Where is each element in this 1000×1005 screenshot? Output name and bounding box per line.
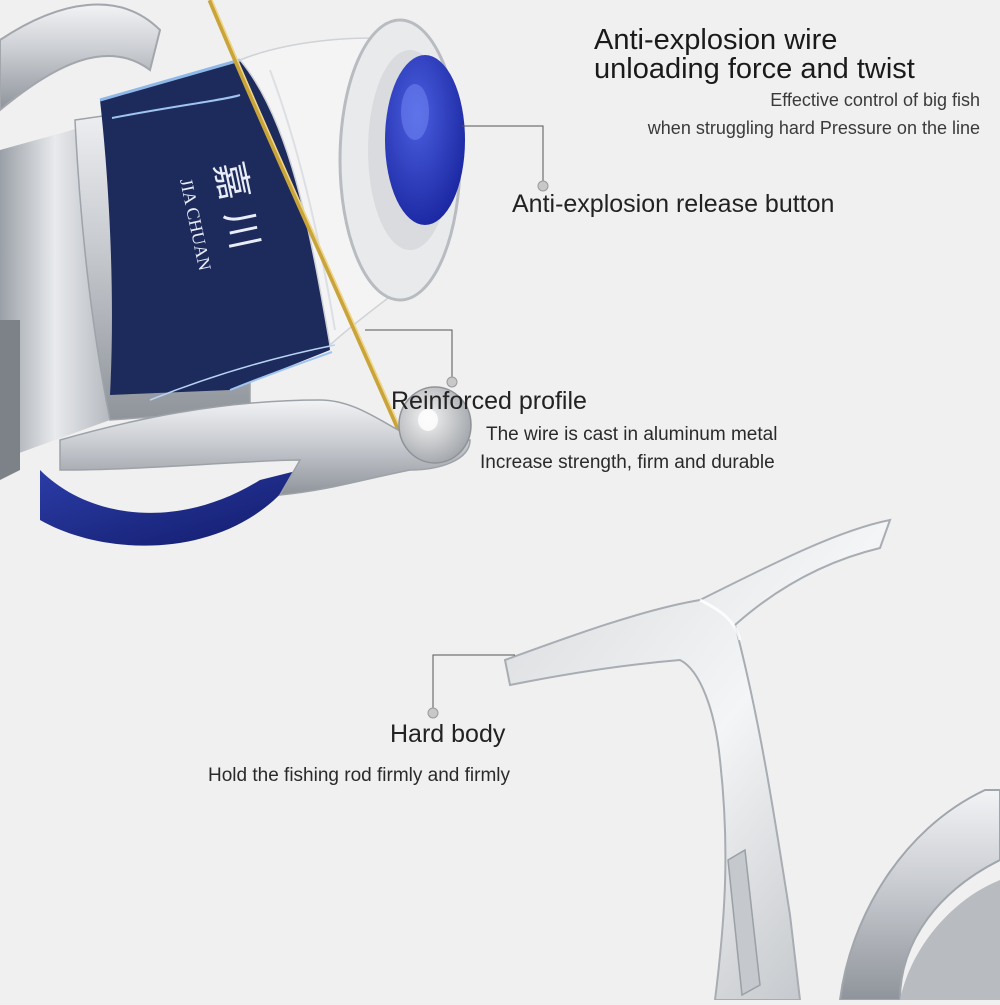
reinforced-desc-line2: Increase strength, firm and durable xyxy=(480,452,775,473)
callout-reinforced xyxy=(365,329,453,382)
reinforced-desc-line1: The wire is cast in aluminum metal xyxy=(486,424,778,445)
anti-explosion-title-line1: Anti-explosion wire xyxy=(594,24,838,56)
drag-knob xyxy=(385,55,465,225)
bail-wire xyxy=(207,0,413,457)
reinforced-title: Reinforced profile xyxy=(391,387,587,415)
hard-body-desc: Hold the fishing rod firmly and firmly xyxy=(208,765,510,786)
anti-explosion-button-label: Anti-explosion release button xyxy=(512,190,835,218)
callout-anti-explosion xyxy=(462,125,544,186)
handle-slot xyxy=(727,848,761,997)
reel-arm xyxy=(0,3,162,112)
handle-arm xyxy=(503,518,892,1001)
bail-arm xyxy=(59,399,471,496)
reel-frame-bottom xyxy=(838,789,1000,1001)
callout-dot xyxy=(446,376,458,388)
reel-blue-base xyxy=(40,470,300,546)
anti-explosion-desc-line2: when struggling hard Pressure on the lin… xyxy=(647,118,980,138)
callout-hard-body xyxy=(432,654,515,710)
callout-dot xyxy=(537,180,549,192)
hard-body-title: Hard body xyxy=(390,720,506,748)
anti-explosion-desc-line1: Effective control of big fish xyxy=(770,90,980,110)
callout-dot xyxy=(427,707,439,719)
anti-explosion-title-line2: unloading force and twist xyxy=(594,53,915,85)
